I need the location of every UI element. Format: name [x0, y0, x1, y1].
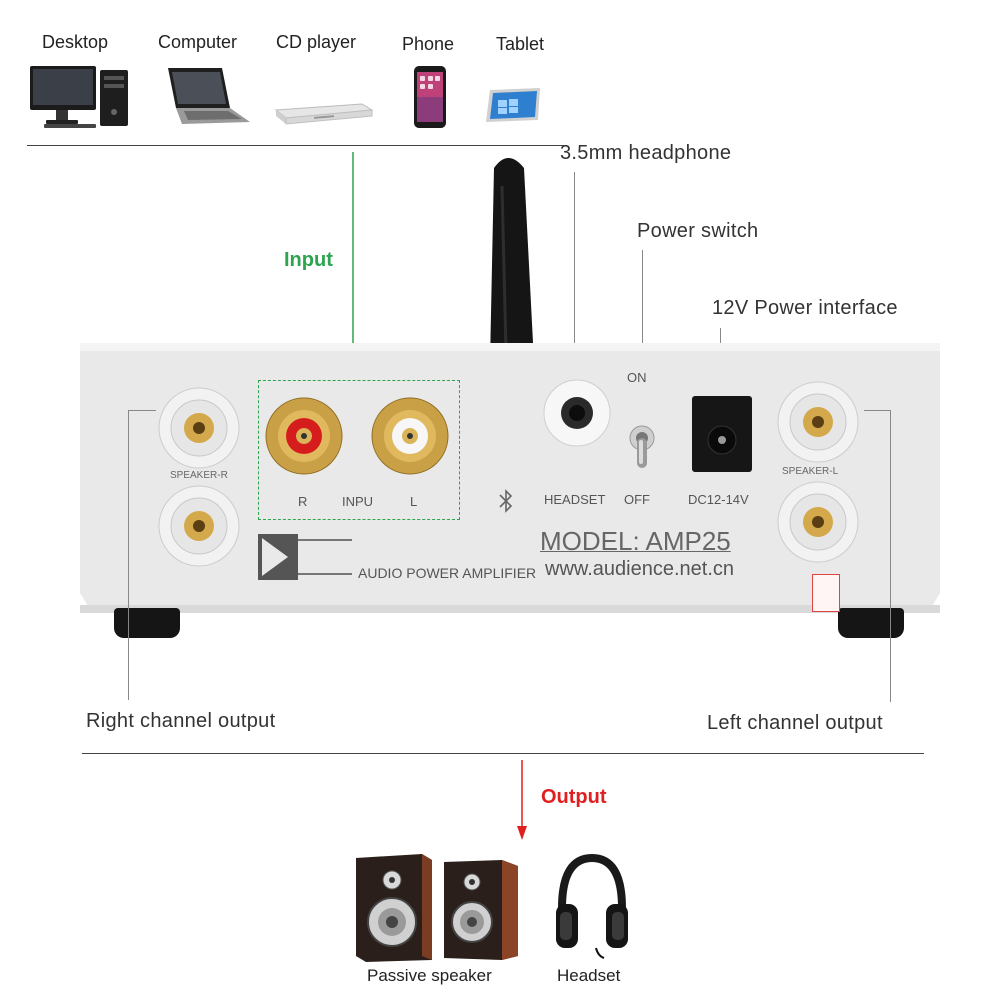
off-label: OFF — [624, 492, 650, 507]
dc-power-jack[interactable] — [690, 394, 754, 474]
speaker-l-terminal-top[interactable] — [774, 380, 862, 464]
speaker-l-terminal-bottom[interactable] — [774, 480, 862, 564]
output-label: Output — [541, 786, 607, 808]
bottom-divider — [82, 753, 924, 754]
output-arrow — [514, 760, 530, 842]
speaker-r-label: SPEAKER-R — [170, 470, 228, 481]
dc-label: DC12-14V — [688, 492, 749, 507]
website-label: www.audience.net.cn — [545, 558, 735, 580]
source-label-cd-player: CD player — [276, 32, 357, 52]
rca-l-label: L — [410, 494, 418, 509]
rca-input-label: INPU — [342, 494, 374, 509]
foot-left — [114, 608, 180, 638]
product-label: AUDIO POWER AMPLIFIER — [358, 565, 537, 581]
top-divider — [27, 145, 567, 146]
brand-logo — [258, 534, 352, 580]
rca-jack-left[interactable] — [370, 396, 450, 476]
headphones-icon — [552, 852, 632, 960]
rca-r-label: R — [298, 494, 308, 509]
speaker-r-terminal-bottom[interactable] — [155, 484, 243, 568]
power-switch[interactable] — [624, 422, 660, 472]
headset-label: HEADSET — [544, 492, 606, 507]
bluetooth-icon — [498, 488, 514, 514]
right-channel-callout: Right channel output — [86, 710, 276, 732]
passive-speaker-label: Passive speaker — [367, 966, 492, 985]
right-channel-leader-top — [128, 410, 156, 411]
speaker-l-label: SPEAKER-L — [782, 466, 839, 477]
cd-player-icon — [274, 100, 374, 128]
left-channel-callout: Left channel output — [707, 712, 883, 734]
foot-right — [838, 608, 904, 638]
warranty-sticker — [812, 574, 840, 612]
model-label: MODEL: AMP25 — [540, 526, 731, 556]
headphone-leader — [574, 172, 575, 368]
power-switch-leader — [642, 250, 643, 360]
left-channel-leader-top — [864, 410, 890, 411]
power-switch-callout: Power switch — [637, 220, 759, 242]
source-label-tablet: Tablet — [496, 34, 545, 54]
laptop-icon — [160, 64, 254, 128]
source-label-desktop: Desktop — [42, 32, 109, 52]
power-interface-callout: 12V Power interface — [712, 297, 898, 319]
speaker-icon — [352, 852, 522, 964]
source-label-computer: Computer — [158, 32, 238, 52]
headset-output-label: Headset — [557, 966, 621, 985]
tablet-icon — [484, 86, 544, 126]
headphone-jack[interactable] — [542, 378, 612, 448]
phone-icon — [412, 64, 448, 130]
on-label: ON — [627, 370, 647, 385]
source-label-phone: Phone — [402, 34, 455, 54]
desktop-icon — [28, 62, 132, 130]
rca-jack-right[interactable] — [264, 396, 344, 476]
left-channel-leader — [890, 410, 891, 702]
right-channel-leader — [128, 410, 129, 700]
headphone-callout: 3.5mm headphone — [560, 142, 732, 164]
rca-input-group — [258, 380, 460, 520]
speaker-r-terminal-top[interactable] — [155, 386, 243, 470]
input-label: Input — [284, 249, 333, 271]
